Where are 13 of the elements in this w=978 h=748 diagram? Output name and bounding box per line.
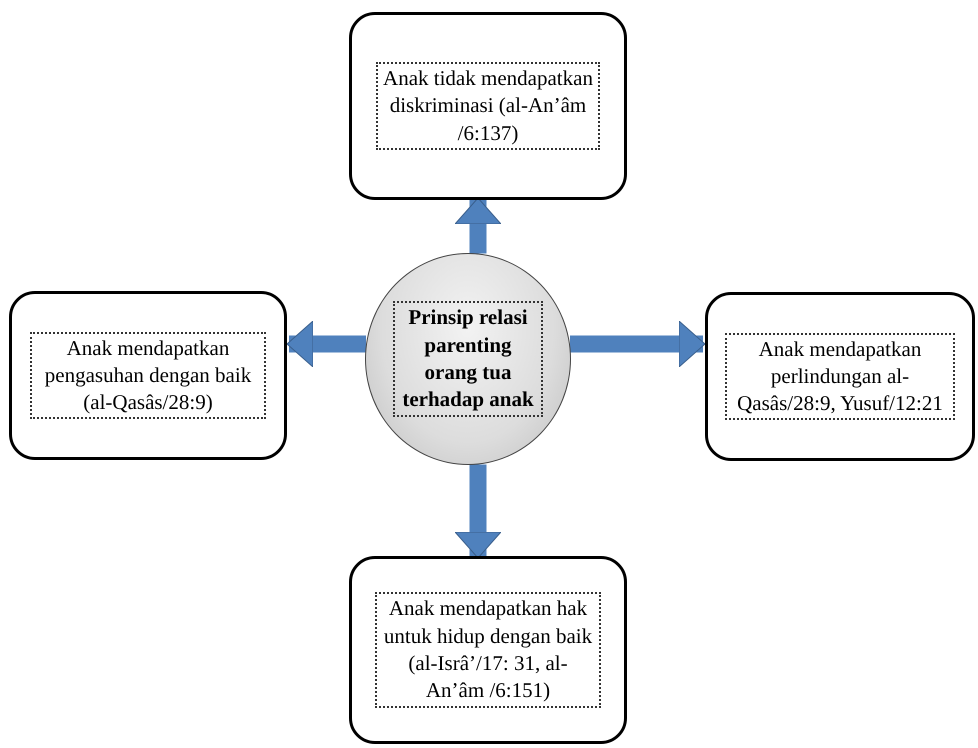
block-arrow xyxy=(286,320,366,368)
block-arrow xyxy=(570,320,706,368)
box-text: Anak tidak mendapatkan diskriminasi (al-An’âm /6:137) xyxy=(376,62,600,150)
rounded-box xyxy=(705,292,975,461)
rounded-box xyxy=(9,291,287,460)
block-arrow xyxy=(454,464,502,558)
box-text: Anak mendapatkan perlindungan al-Qasâs/28:9, Yusuf/12:21 xyxy=(725,332,955,420)
box-text: Anak mendapatkan hak untuk hidup dengan baik (al-Isrâ’/17: 31, al- An’âm /6:151) xyxy=(375,592,601,708)
box-text: Anak mendapatkan pengasuhan dengan baik (al-Qasâs/28:9) xyxy=(30,332,266,420)
rounded-box xyxy=(349,12,627,200)
central-title: Prinsip relasi parenting orang tua terhadap anak xyxy=(393,301,543,417)
block-arrow xyxy=(454,198,502,254)
rounded-box xyxy=(349,556,627,744)
